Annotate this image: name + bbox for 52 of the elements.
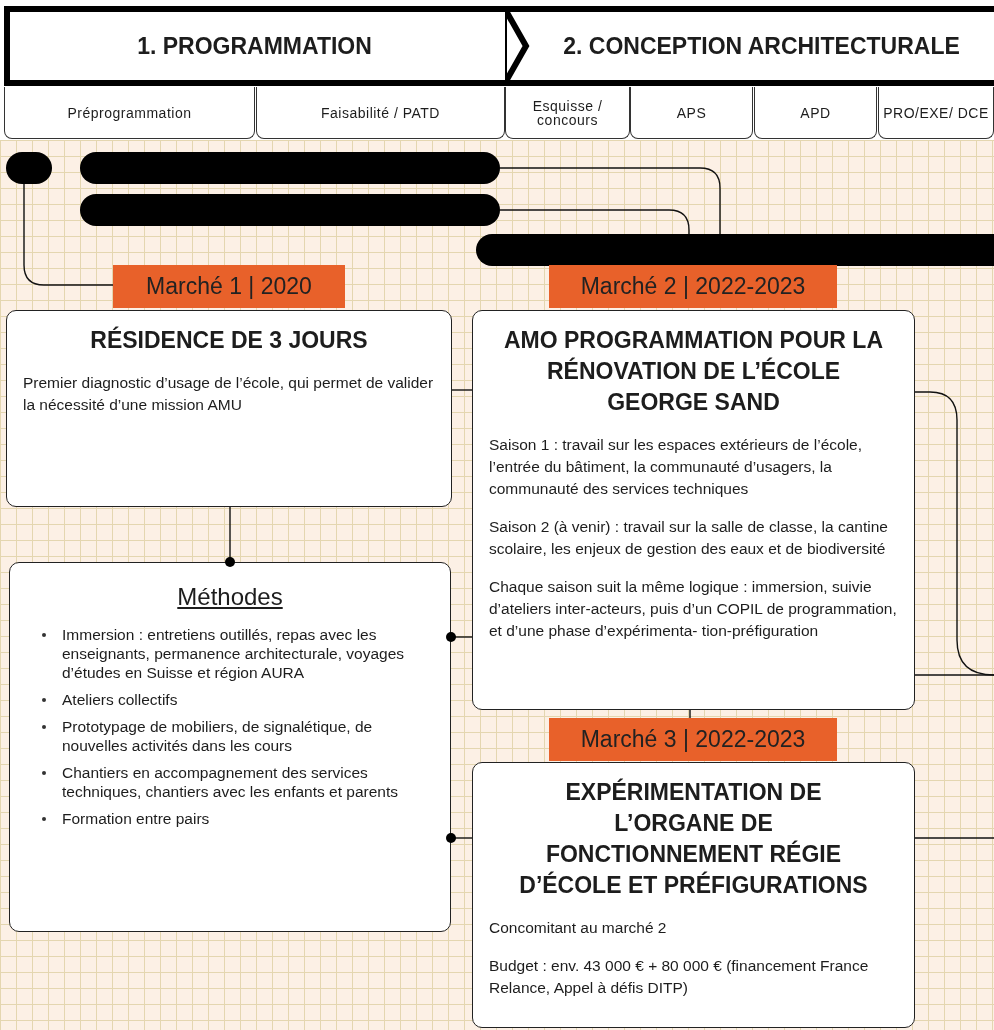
connector-line: [689, 709, 691, 719]
card-text: Concomitant au marché 2: [489, 918, 668, 938]
stage-label: Esquisse / concours: [531, 98, 604, 127]
contract-tag: [549, 718, 837, 761]
stage-label: Préprogrammation: [67, 105, 192, 120]
contract-label: Marché 2 | 2022-2023: [580, 273, 806, 300]
stage-tab: [630, 87, 753, 139]
card-text: Budget : env. 43 000 € + 80 000 € (financement France Relance, Appel à défis DITP): [489, 956, 870, 998]
methods-card: [9, 562, 451, 932]
contract-label: Marché 3 | 2022-2023: [580, 726, 806, 753]
connector-line: [914, 837, 994, 839]
card-text: Saison 1 : travail sur les espaces extérieurs de l’école, l’entrée du bâtiment, la communauté d’usagers, la communauté des services techniques: [489, 435, 864, 499]
connector-line: [451, 389, 473, 391]
phase-title: 1. PROGRAMMATION: [137, 32, 372, 60]
connector-line: [446, 632, 473, 642]
timeline-bar: [476, 234, 994, 266]
card-title: Méthodes: [176, 583, 284, 611]
timeline-bar: [80, 194, 500, 226]
timeline-bar: [80, 152, 500, 184]
stage-tab: [754, 87, 877, 139]
card-title: EXPÉRIMENTATION DE L’ORGANE DE FONCTIONNEMENT RÉGIE D’ÉCOLE ET PRÉFIGURATIONS: [518, 777, 869, 900]
card-text: Saison 2 (à venir) : travail sur la salle de classe, la cantine scolaire, les enjeux de gestion des eaux et de biodiversité: [489, 517, 889, 559]
info-card: [6, 310, 452, 507]
card-text: Chaque saison suit la même logique : immersion, suivie d’ateliers inter-acteurs, puis d’un COPIL de programmation, et d’une phase d’expérimenta- tion-préfiguration: [489, 577, 898, 641]
info-card: [472, 762, 915, 1028]
card-title: AMO PROGRAMMATION POUR LA RÉNOVATION DE L’ÉCOLE GEORGE SAND: [503, 326, 884, 417]
stage-label: PRO/EXE/ DCE: [883, 105, 989, 120]
info-card: [472, 310, 915, 710]
bullet-item: Immersion : entretiens outillés, repas avec les enseignants, permanence architecturale, voyages d’études en Suisse et région AURA: [62, 625, 434, 682]
connector-line: [499, 209, 690, 235]
card-text: Premier diagnostic d’usage de l’école, qui permet de valider la nécessité d’une mission AMU: [23, 373, 435, 415]
stage-label: APS: [676, 105, 707, 120]
connector-line: [914, 674, 994, 676]
bullet-item: Chantiers en accompagnement des services techniques, chantiers avec les enfants et parents: [62, 763, 434, 801]
contract-label: Marché 1 | 2020: [146, 273, 312, 300]
contract-tag: [549, 265, 837, 308]
card-title: RÉSIDENCE DE 3 JOURS: [89, 325, 369, 355]
contract-tag: [113, 265, 345, 308]
stage-tab: [878, 87, 994, 139]
stage-label: Faisabilité / PATD: [321, 105, 440, 120]
stage-tab: [505, 87, 630, 139]
bullet-item: Ateliers collectifs: [62, 690, 434, 709]
connector-line: [23, 183, 114, 286]
bullet-item: Formation entre pairs: [62, 809, 434, 828]
connector-line: [499, 167, 721, 235]
connector-line: [225, 506, 235, 567]
stage-label: APD: [800, 105, 831, 120]
bullet-item: Prototypage de mobiliers, de signalétique, de nouvelles activités dans les cours: [62, 717, 434, 755]
phase-title: 2. CONCEPTION ARCHITECTURALE: [563, 32, 960, 60]
stage-tab: [4, 87, 255, 139]
stage-tab: [256, 87, 505, 139]
connector-line: [446, 833, 473, 843]
